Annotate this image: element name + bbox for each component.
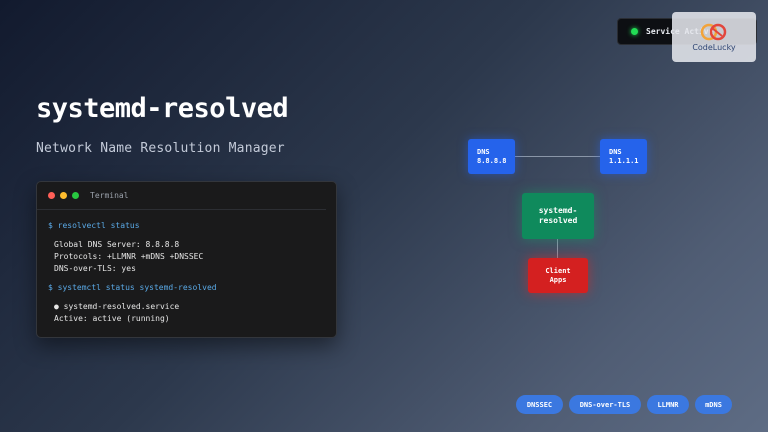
codelucky-logo-icon <box>700 23 727 40</box>
terminal-output-line: Global DNS Server: 8.8.8.8 <box>54 240 180 249</box>
node-label: Client <box>545 266 571 275</box>
status-dot-icon <box>631 28 638 35</box>
feature-tag-mdns: mDNS <box>695 395 732 414</box>
client-apps-node: Client Apps <box>528 258 588 293</box>
terminal-output-line: ● systemd-resolved.service <box>54 302 180 311</box>
node-label: 1.1.1.1 <box>609 157 639 165</box>
feature-tag-dns-over-tls: DNS-over-TLS <box>569 395 641 414</box>
terminal-body: $ resolvectl status Global DNS Server: 8… <box>37 210 336 325</box>
dns-link-line <box>515 156 601 157</box>
node-label: Apps <box>549 275 567 284</box>
dns-server-primary-node: DNS 8.8.8.8 <box>468 139 515 174</box>
terminal-titlebar: Terminal <box>37 182 326 210</box>
page-subtitle: Network Name Resolution Manager <box>36 141 285 156</box>
node-label: DNS <box>477 148 490 156</box>
node-label: DNS <box>609 148 622 156</box>
node-label: systemd- <box>538 206 578 215</box>
dns-server-secondary-node: DNS 1.1.1.1 <box>600 139 647 174</box>
brand-logo: CodeLucky <box>672 12 756 62</box>
client-link-line <box>557 239 558 258</box>
node-label: resolved <box>538 216 578 225</box>
terminal-title: Terminal <box>90 191 129 200</box>
close-dot-icon <box>48 192 55 199</box>
feature-tag-dnssec: DNSSEC <box>516 395 563 414</box>
terminal-command-line: $ resolvectl status <box>48 221 140 230</box>
page-title: systemd-resolved <box>36 93 289 124</box>
systemd-resolved-node: systemd- resolved <box>522 193 594 239</box>
terminal-output-line: Protocols: +LLMNR +mDNS +DNSSEC <box>54 252 204 261</box>
maximize-dot-icon <box>72 192 79 199</box>
node-label: 8.8.8.8 <box>477 157 507 165</box>
terminal-output-line: Active: active (running) <box>54 314 170 323</box>
minimize-dot-icon <box>60 192 67 199</box>
terminal-window: Terminal $ resolvectl status Global DNS … <box>36 181 337 338</box>
feature-tag-llmnr: LLMNR <box>647 395 689 414</box>
terminal-output-line: DNS-over-TLS: yes <box>54 264 136 273</box>
terminal-command-line: $ systemctl status systemd-resolved <box>48 283 217 292</box>
logo-text: CodeLucky <box>692 42 736 52</box>
